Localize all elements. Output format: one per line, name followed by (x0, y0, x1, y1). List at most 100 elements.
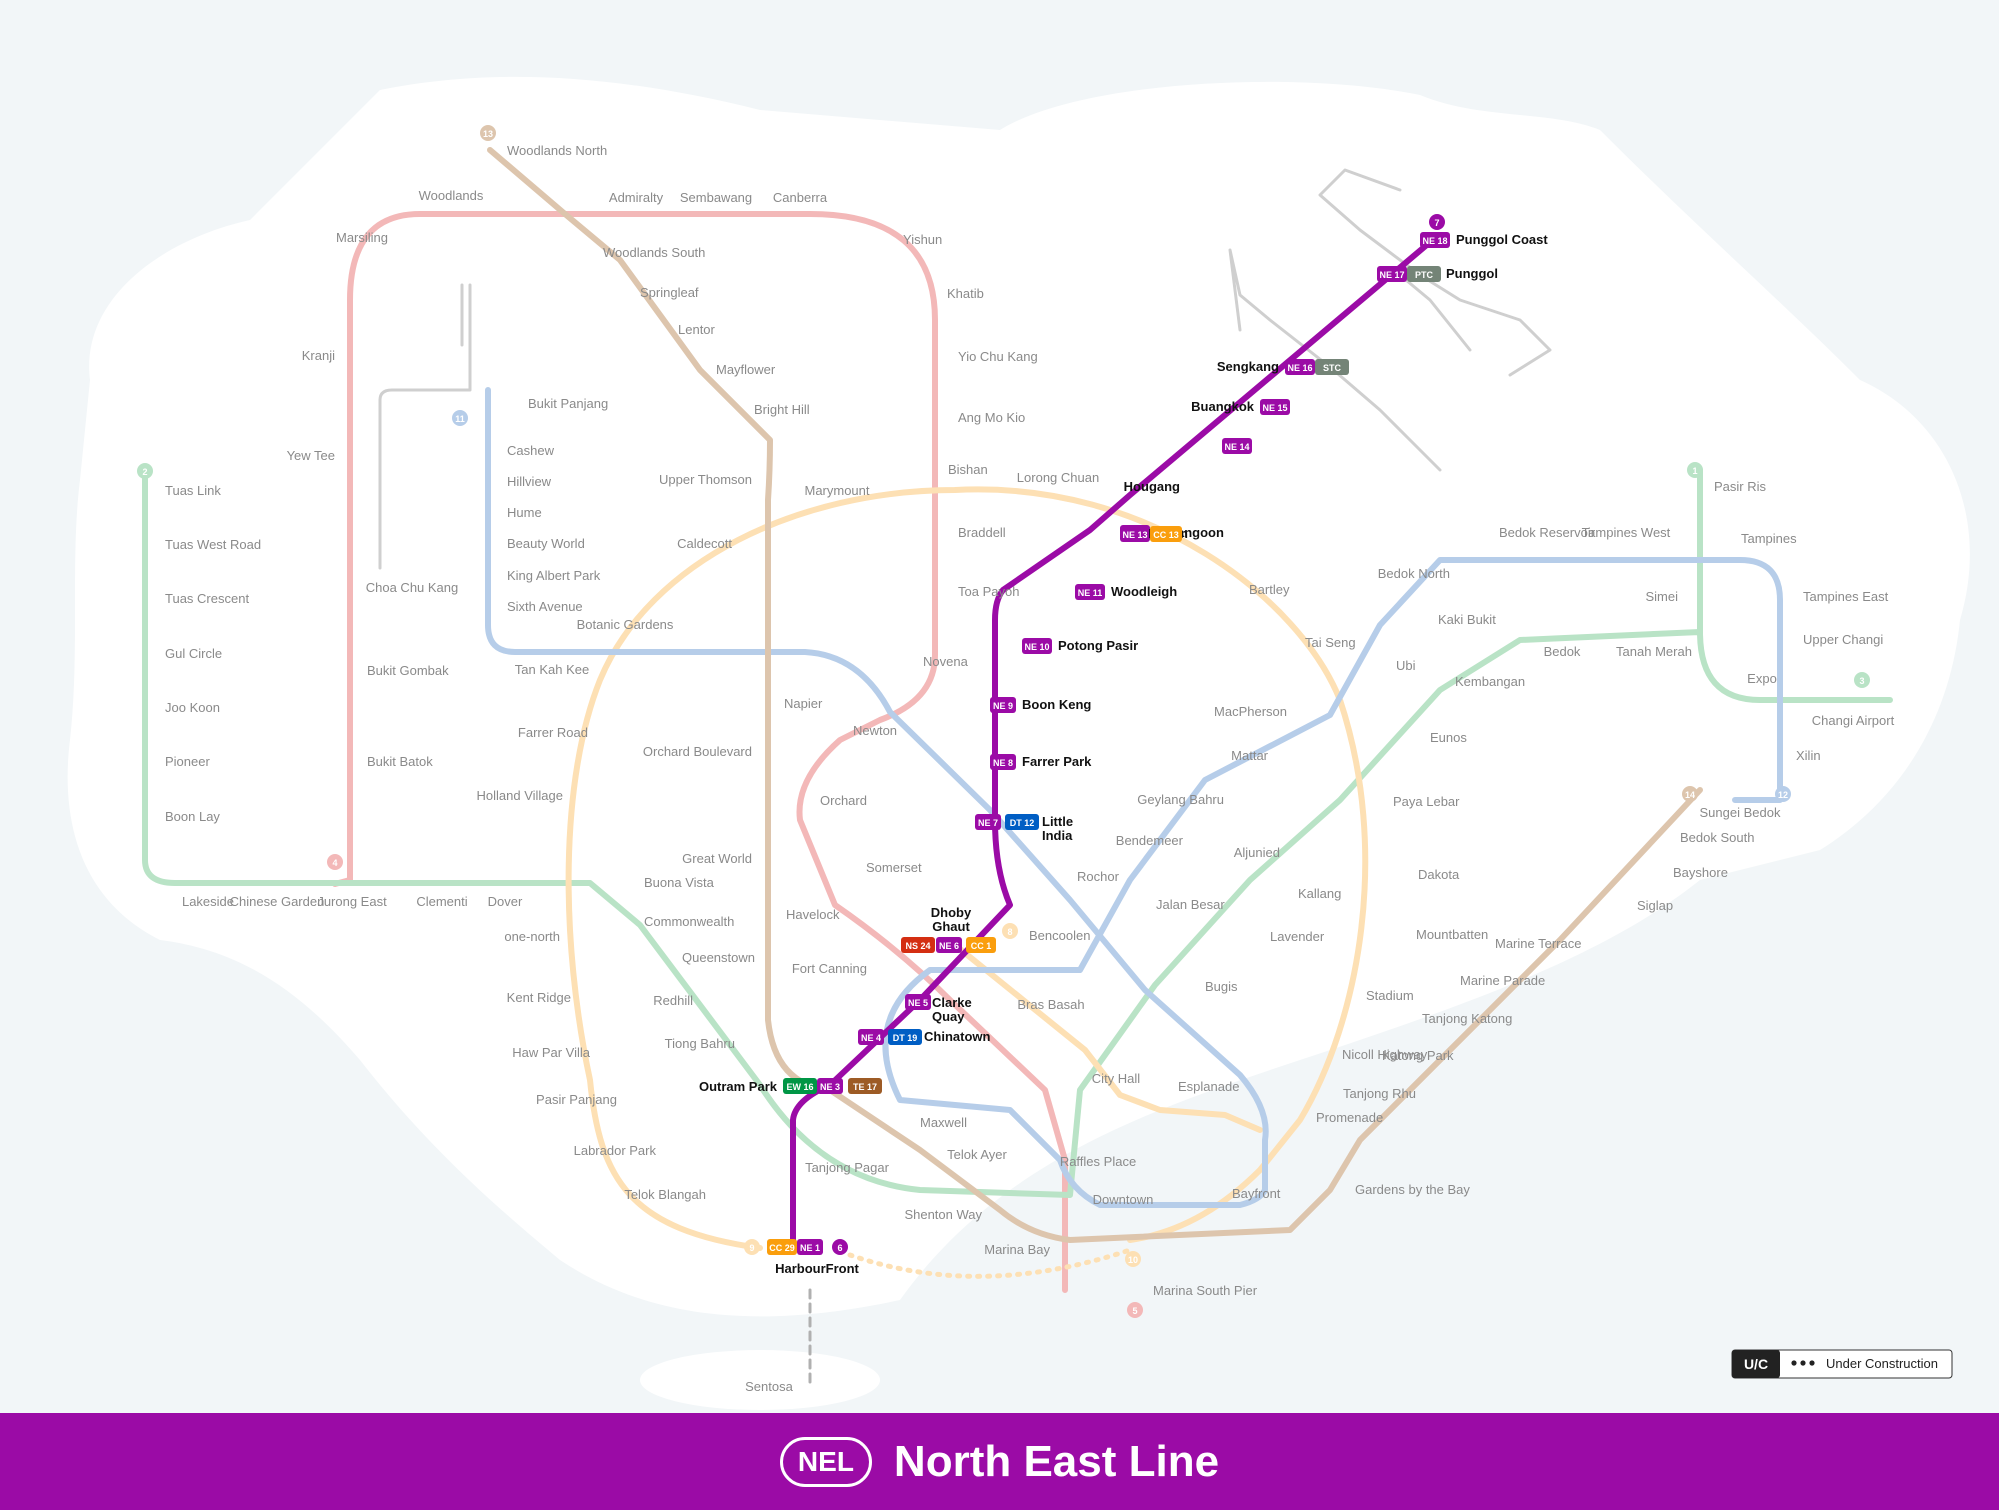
station-label-mountbatten: Mountbatten (1416, 927, 1488, 942)
station-label-tampines-west: Tampines West (1582, 525, 1671, 540)
nel-station-code: NE 4 (861, 1033, 881, 1043)
ns24-badge[interactable]: NS 24 (901, 937, 935, 953)
dt19-badge[interactable]: DT 19 (888, 1029, 922, 1045)
uc-legend-label: Under Construction (1826, 1356, 1938, 1371)
line-number-label: 10 (1128, 1255, 1138, 1265)
station-label-king-albert-park: King Albert Park (507, 568, 601, 583)
dt12-badge-code: DT 12 (1010, 818, 1035, 828)
nel-station[interactable]: NE 3 Outram Park (699, 1078, 843, 1094)
station-label-pasir-ris: Pasir Ris (1714, 479, 1767, 494)
station-label-canberra: Canberra (773, 190, 828, 205)
line-number-label: 8 (1007, 927, 1012, 937)
station-label-marine-terrace: Marine Terrace (1495, 936, 1581, 951)
station-label-bukit-batok: Bukit Batok (367, 754, 433, 769)
station-label-upper-changi: Upper Changi (1803, 632, 1883, 647)
cc1-badge[interactable]: CC 1 (966, 937, 996, 953)
nel-station-code: NE 3 (820, 1082, 840, 1092)
station-label-tiong-bahru: Tiong Bahru (665, 1036, 735, 1051)
station-label-holland-village: Holland Village (477, 788, 564, 803)
station-label-tanjong-pagar: Tanjong Pagar (805, 1160, 890, 1175)
nel-station-name: Dhoby (931, 905, 972, 920)
station-label-rochor: Rochor (1077, 869, 1120, 884)
station-label-bedok: Bedok (1544, 644, 1581, 659)
nel-station-code-pill (817, 1078, 843, 1094)
line-number-label: 12 (1778, 790, 1788, 800)
line-number-marker: 10 (1125, 1251, 1141, 1267)
uc-legend-box-label: U/C (1744, 1356, 1768, 1372)
dt12-badge[interactable]: DT 12 (1005, 814, 1039, 830)
nel-station-code-pill (797, 1239, 823, 1255)
station-label-yew-tee: Yew Tee (287, 448, 335, 463)
station-label-tanah-merah: Tanah Merah (1616, 644, 1692, 659)
nel-station-name: Hougang (1124, 479, 1180, 494)
nel-station-code: NE 6 (939, 941, 959, 951)
nel-station-name: Punggol Coast (1456, 232, 1548, 247)
station-label-lorong-chuan: Lorong Chuan (1017, 470, 1099, 485)
nel-station-name: Outram Park (699, 1079, 778, 1094)
station-label-yio-chu-kang: Yio Chu Kang (958, 349, 1038, 364)
nel-station-name: Potong Pasir (1058, 638, 1138, 653)
ne18-terminal-marker: 7 (1429, 214, 1445, 230)
station-label-tampines-east: Tampines East (1803, 589, 1889, 604)
station-label-yishun: Yishun (903, 232, 942, 247)
station-label-jurong-east: Jurong East (317, 894, 387, 909)
station-label-dover: Dover (488, 894, 523, 909)
station-label-nicoll-highway: Nicoll Highway (1342, 1047, 1428, 1062)
footer-bar: NEL North East Line (0, 1413, 1999, 1510)
dtl-line (485, 387, 1783, 1208)
station-label-telok-blangah: Telok Blangah (624, 1187, 706, 1202)
sk-lrt-line (1228, 248, 1472, 472)
line-number-marker: 8 (1002, 923, 1018, 939)
nel-station-name: Boon Keng (1022, 697, 1091, 712)
line-number-marker: 5 (1127, 1302, 1143, 1318)
nel-station-code-pill (1285, 359, 1315, 375)
cc29-badge[interactable]: CC 29 (767, 1239, 797, 1255)
station-label-bartley: Bartley (1249, 582, 1290, 597)
station-label-marina-south-pier: Marina South Pier (1153, 1283, 1258, 1298)
pg-lrt-line (1318, 168, 1552, 377)
nel-station-code: NE 9 (993, 701, 1013, 711)
station-label-choa-chu-kang: Choa Chu Kang (366, 580, 459, 595)
station-label-bras-basah: Bras Basah (1017, 997, 1084, 1012)
station-label-bedok-reservoir: Bedok Reservoir (1499, 525, 1596, 540)
line-number-marker: 13 (480, 125, 496, 141)
ewl-line (142, 467, 1893, 1198)
station-label-pasir-panjang: Pasir Panjang (536, 1092, 617, 1107)
te17-badge[interactable]: TE 17 (848, 1078, 882, 1094)
station-label-promenade: Promenade (1316, 1110, 1383, 1125)
station-label-bukit-panjang: Bukit Panjang (528, 396, 608, 411)
line-number-marker: 14 (1682, 786, 1698, 802)
ew16-badge[interactable]: EW 16 (783, 1078, 817, 1094)
line-number-marker: 3 (1854, 672, 1870, 688)
station-label-chinese-garden: Chinese Garden (230, 894, 325, 909)
nel-station-code-pill (990, 754, 1016, 770)
stc-badge[interactable]: STC (1315, 359, 1349, 375)
line-number-label: 14 (1685, 790, 1695, 800)
nel-station-name: Farrer Park (1022, 754, 1092, 769)
station-label-geylang-bahru: Geylang Bahru (1137, 792, 1224, 807)
station-label-lavender: Lavender (1270, 929, 1325, 944)
station-label-hume: Hume (507, 505, 542, 520)
nel-station-name: Ghaut (932, 919, 970, 934)
ptc-badge[interactable]: PTC (1407, 266, 1441, 282)
station-label-marine-parade: Marine Parade (1460, 973, 1545, 988)
line-number-label: 3 (1859, 676, 1864, 686)
cc13-badge[interactable]: CC 13 (1150, 526, 1182, 542)
station-label-beauty-world: Beauty World (507, 536, 585, 551)
nel-station[interactable]: NE 9 Boon Keng (990, 697, 1091, 713)
cc29-badge-code: CC 29 (769, 1243, 795, 1253)
line-number-label: 2 (142, 467, 147, 477)
